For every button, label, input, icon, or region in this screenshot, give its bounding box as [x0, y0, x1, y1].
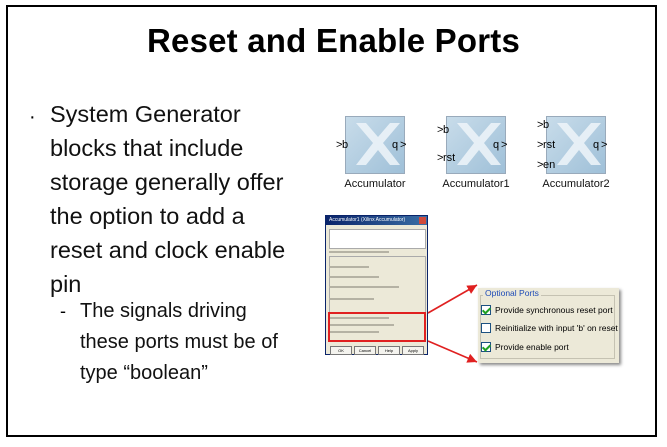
xilinx-logo-icon: [457, 123, 501, 165]
port-output-arrow-icon: >: [501, 139, 508, 151]
accumulator-label: Accumulator: [344, 178, 406, 190]
port-q-label: q: [593, 139, 600, 151]
checkbox-checked-icon[interactable]: [481, 341, 491, 352]
reinitialize-option-label: Reinitialize with input 'b' on reset: [495, 323, 618, 333]
accumulator2-block: [546, 116, 606, 174]
port-output-arrow-icon: >: [601, 139, 608, 151]
port-rst-label: rst: [443, 152, 456, 164]
optional-ports-legend: Optional Ports: [483, 288, 541, 298]
block-parameters-dialog: Accumulator1 (Xilinx Accumulator) OK Can…: [325, 215, 428, 355]
port-input-arrow-icon: >: [336, 139, 343, 151]
port-input-arrow-icon: >: [437, 124, 444, 136]
enable-port-option-label: Provide enable port: [495, 342, 569, 352]
optional-ports-panel: [478, 288, 619, 363]
port-b-label: b: [342, 139, 349, 151]
dialog-feedback-row: [329, 298, 374, 300]
port-b-label: b: [543, 119, 550, 131]
sub-bullet-marker: -: [60, 301, 66, 321]
port-input-arrow-icon: >: [537, 119, 544, 131]
help-button[interactable]: Help: [378, 346, 400, 355]
accumulator2-label: Accumulator2: [542, 178, 610, 190]
port-en-label: en: [543, 159, 556, 171]
main-bullet: System Generator blocks that include sto…: [50, 101, 286, 297]
sub-bullet: The signals driving these ports must be …: [80, 300, 278, 384]
dialog-optional-port-2: [329, 324, 394, 326]
port-b-label: b: [443, 124, 450, 136]
dialog-operation-row: [329, 266, 369, 268]
port-output-arrow-icon: >: [400, 139, 407, 151]
port-input-arrow-icon: >: [537, 139, 544, 151]
checkbox-checked-icon[interactable]: [481, 304, 491, 315]
xilinx-logo-icon: [557, 123, 601, 165]
bullet-marker: ·: [29, 106, 36, 128]
port-input-arrow-icon: >: [437, 152, 444, 164]
reinitialize-option[interactable]: Reinitialize with input 'b' on reset: [481, 322, 618, 334]
cancel-button[interactable]: Cancel: [354, 346, 376, 355]
apply-button[interactable]: Apply: [402, 346, 424, 355]
close-icon[interactable]: [419, 217, 426, 224]
port-rst-label: rst: [543, 139, 556, 151]
dialog-overflow-row: [329, 286, 399, 288]
port-q-label: q: [392, 139, 399, 151]
ok-button[interactable]: OK: [330, 346, 352, 355]
dialog-bits-row: [329, 276, 379, 278]
accumulator1-label: Accumulator1: [442, 178, 510, 190]
accumulator-block: [345, 116, 405, 174]
optional-ports-group: [480, 295, 615, 359]
reset-port-option-label: Provide synchronous reset port: [495, 305, 613, 315]
dialog-optional-port-1: [329, 317, 389, 319]
xilinx-logo-icon: [356, 123, 400, 165]
optional-ports-highlight: [328, 312, 426, 342]
slide-title: Reset and Enable Ports: [146, 22, 520, 59]
dialog-title: Accumulator1 (Xilinx Accumulator): [326, 216, 427, 225]
port-q-label: q: [493, 139, 500, 151]
dialog-optional-port-3: [329, 331, 379, 333]
reset-port-option[interactable]: Provide synchronous reset port: [481, 304, 613, 316]
port-input-arrow-icon: >: [537, 159, 544, 171]
accumulator1-block: [446, 116, 506, 174]
dialog-description: [329, 229, 426, 249]
dialog-tabs[interactable]: [329, 251, 389, 253]
enable-port-option[interactable]: Provide enable port: [481, 341, 569, 353]
checkbox-unchecked-icon[interactable]: [481, 322, 491, 333]
